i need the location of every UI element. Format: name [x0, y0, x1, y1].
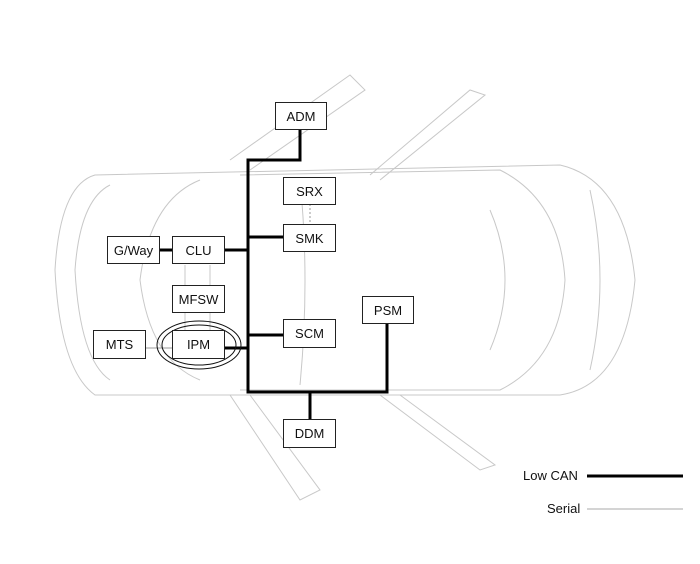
module-psm: PSM — [362, 296, 414, 324]
module-srx: SRX — [283, 177, 336, 205]
module-smk: SMK — [283, 224, 336, 252]
module-scm: SCM — [283, 319, 336, 348]
serial-links — [145, 204, 311, 349]
module-ddm: DDM — [283, 419, 336, 448]
module-clu: CLU — [172, 236, 225, 264]
module-ipm: IPM — [172, 330, 225, 359]
car-outline — [54, 74, 636, 501]
module-mfsw: MFSW — [172, 285, 225, 313]
module-gway: G/Way — [107, 236, 160, 264]
legend-low-can-label: Low CAN — [523, 468, 578, 483]
low-can-bus — [160, 130, 389, 419]
legend-serial-label: Serial — [547, 501, 581, 516]
module-adm: ADM — [275, 102, 327, 130]
module-mts: MTS — [93, 330, 146, 359]
ipm-highlight-ellipse — [156, 320, 242, 370]
